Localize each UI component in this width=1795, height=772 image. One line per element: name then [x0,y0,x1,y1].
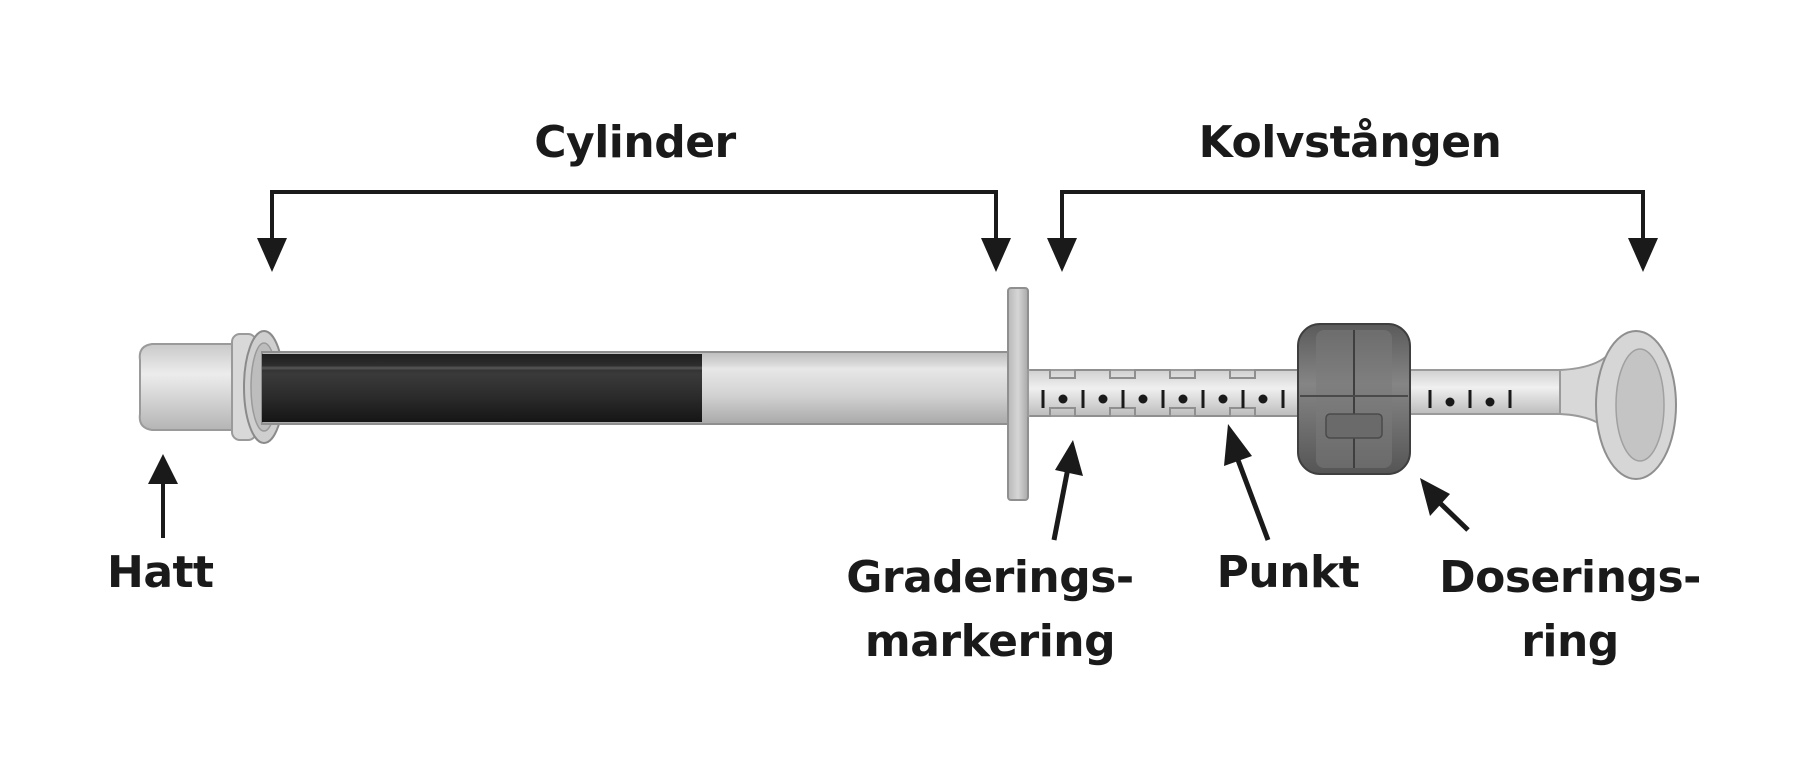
graduation-label-line1: Graderings- [846,552,1134,603]
graduation-label-line2: markering [864,616,1116,667]
dose-dots [1058,394,1495,407]
cylinder-bracket [270,190,998,238]
barrel-flange [1007,287,1029,501]
cap-pointer [148,454,178,538]
plunger-bracket-right-arrow [1628,238,1658,272]
dosing-ring-label: Doserings- ring [1420,546,1720,674]
cap-label: Hatt [107,547,214,598]
cylinder-bracket-right-arrow [981,238,1011,272]
plunger-bracket-left-arrow [1047,238,1077,272]
graduation-pointer [1051,440,1083,541]
dosing-ring-label-line1: Doserings- [1439,552,1701,603]
dosing-ring-pointer [1420,478,1470,532]
dot-label: Punkt [1216,547,1360,598]
dosing-ring-label-line2: ring [1521,616,1619,667]
graduation-label: Graderings- markering [830,546,1150,674]
dot-pointer [1224,424,1271,541]
barrel [261,351,1011,425]
cylinder-label: Cylinder [534,117,736,168]
cylinder-bracket-left-arrow [257,238,287,272]
plunger-thumb-disc [1595,330,1677,480]
plunger-label: Kolvstången [1198,117,1502,168]
plunger-bracket [1060,190,1645,238]
graduation-marks [1041,390,1512,408]
dosing-ring-shape [1297,323,1411,475]
